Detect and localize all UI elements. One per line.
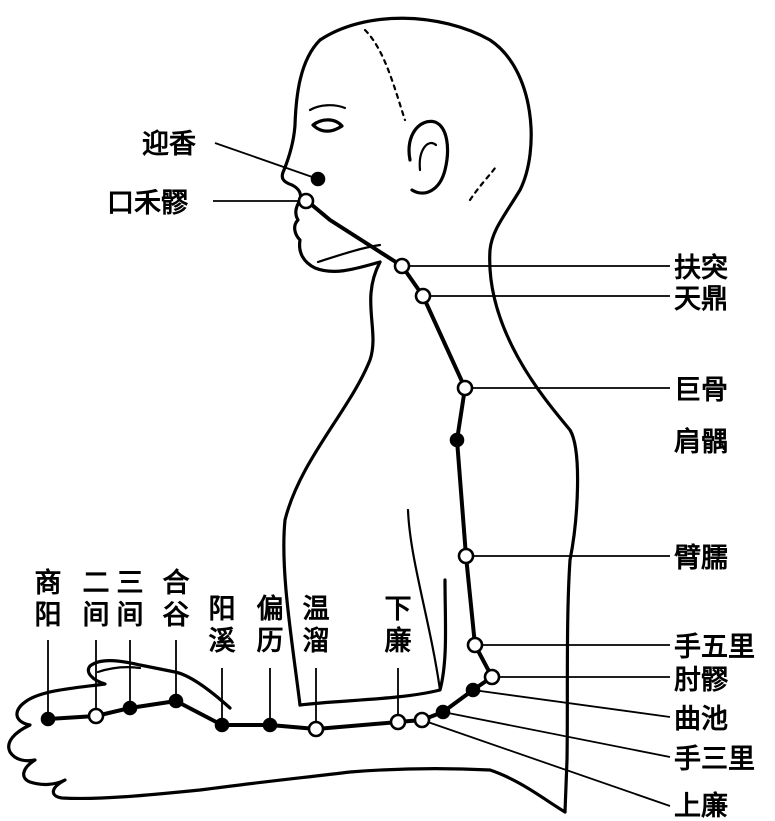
label-futu: 扶突 [674,252,728,284]
label-zhouliao: 肘髎 [674,665,729,696]
acupoint-tianding [414,287,432,305]
face-profile [280,38,382,273]
label-xialian: 下廉 [385,594,412,657]
label-pianli: 偏历 [257,594,284,657]
acupoint-yangxi [214,717,230,733]
acupoint-shousanli [435,704,451,720]
acupoint-pianli [262,717,278,733]
label-binao: 臂臑 [674,543,728,574]
label-shousanli: 手三里 [674,744,755,775]
acupoint-jianyu [449,432,465,448]
label-quchi: 曲池 [674,704,728,735]
acupoint-jugu [456,379,474,397]
hand-outline [7,659,567,814]
acupoint-futu [393,257,411,275]
label-erjian: 二间 [83,568,110,631]
label-jianyu: 肩髃 [674,426,728,458]
ear-outline [407,119,450,195]
acupoint-quchi [465,682,481,698]
acupoint-kouheliao [297,192,315,210]
label-hegu: 合谷 [163,567,191,631]
acupoint-hegu [168,693,184,709]
ear-inner [418,142,438,172]
acupoint-xialian [389,713,407,731]
acupoint-shangyang [40,711,56,727]
label-shanglian: 上廉 [674,790,728,821]
label-shouwuli: 手五里 [674,632,755,663]
label-tianding: 天鼎 [674,284,728,315]
torso-fold [406,508,442,692]
body-outline [7,16,580,814]
acupoint-shouwuli [466,636,484,654]
eye-outline [311,118,344,133]
acupoint-sanjian [122,700,138,716]
acupoint-zhouliao [483,668,501,686]
jaw-line [316,243,382,264]
label-yingxiang: 迎香 [142,129,196,160]
acupoint-binao [457,547,475,565]
large-intestine-meridian [47,198,494,731]
acupoint-shanglian [413,711,431,729]
label-sanjian: 三间 [117,568,144,631]
label-yangxi: 阳溪 [209,594,237,657]
leader-lines [47,142,671,807]
acupoint-wenliu [307,720,325,738]
labels: 迎香 口禾髎 扶突 天鼎 巨骨 肩髃 臂臑 手五里 肘髎 曲池 手三里 上廉 商… [35,129,756,821]
thumb-detail [96,666,142,674]
head-back-outline [318,16,580,814]
label-jugu: 巨骨 [674,375,728,406]
acupoints [40,171,501,738]
hair-line [363,28,497,202]
acupoint-yingxiang [310,171,326,187]
eyebrow [308,104,347,112]
label-shangyang: 商阳 [35,568,62,631]
acupoint-erjian [87,707,105,725]
label-kouheliao: 口禾髎 [107,188,189,219]
chest-outline [282,260,382,707]
label-wenliu: 温溜 [303,594,330,657]
